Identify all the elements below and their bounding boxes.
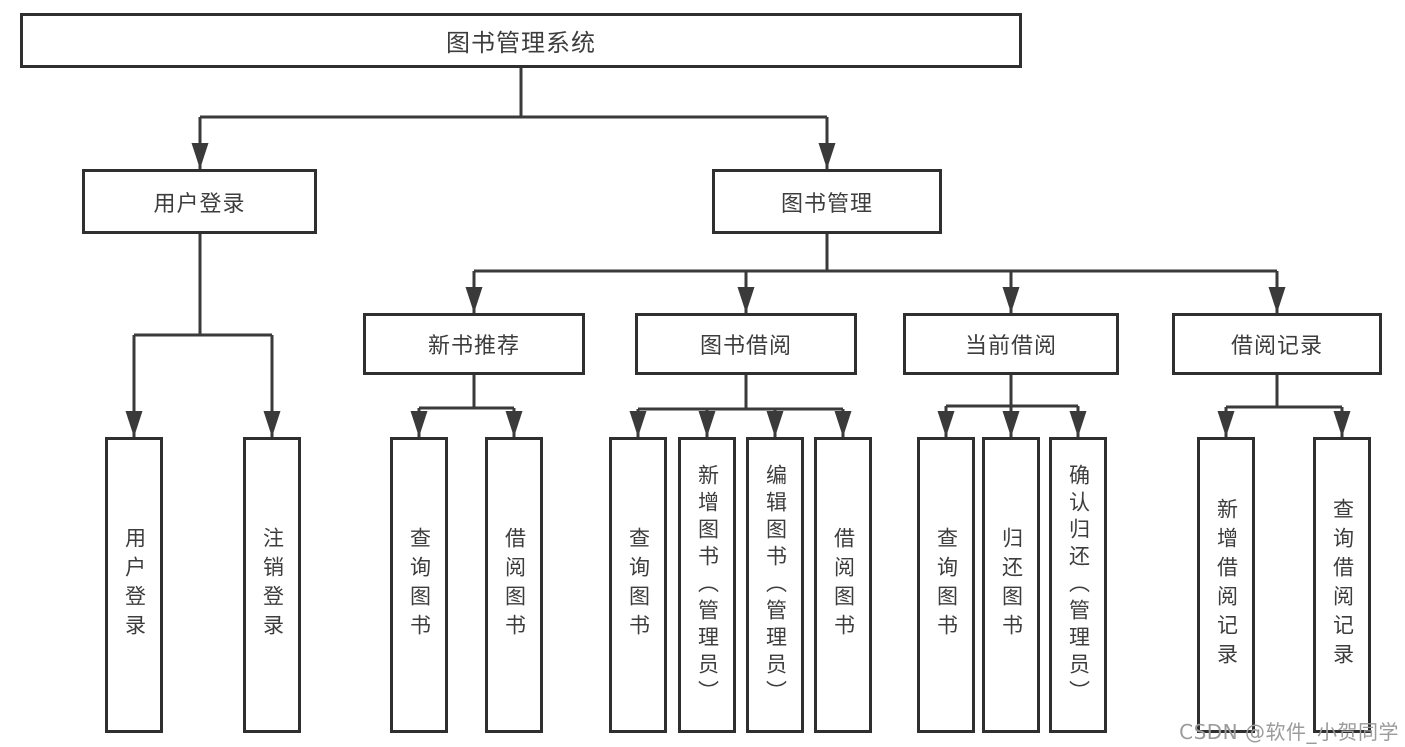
node-library-system: 图书管理系统: [20, 13, 1022, 68]
leaf-borrow-books: 借阅图书: [814, 437, 872, 733]
leaf-label: 借阅图书: [502, 527, 527, 643]
leaf-borrow-books: 借阅图书: [485, 437, 543, 733]
leaf-label: 新增借阅记录: [1214, 498, 1239, 672]
leaf-label: 借阅图书: [831, 527, 856, 643]
node-new-book-recommend: 新书推荐: [363, 313, 585, 375]
node-current-borrow: 当前借阅: [903, 313, 1119, 375]
leaf-label: 新增图书（管理员）: [695, 463, 720, 707]
leaf-label: 用户登录: [122, 527, 147, 643]
node-borrow-records: 借阅记录: [1172, 313, 1382, 375]
leaf-confirm-return-admin: 确认归还（管理员）: [1049, 437, 1107, 733]
leaf-query-books: 查询图书: [609, 437, 667, 733]
leaf-label: 确认归还（管理员）: [1066, 463, 1091, 707]
leaf-label: 编辑图书（管理员）: [763, 463, 788, 707]
leaf-query-books: 查询图书: [390, 437, 448, 733]
node-book-management: 图书管理: [712, 169, 942, 234]
leaf-add-book-admin: 新增图书（管理员）: [678, 437, 736, 733]
leaf-user-login: 用户登录: [105, 437, 163, 733]
leaf-label: 查询图书: [934, 527, 959, 643]
leaf-label: 查询借阅记录: [1330, 498, 1355, 672]
leaf-label: 查询图书: [407, 527, 432, 643]
leaf-query-borrow-record: 查询借阅记录: [1313, 437, 1371, 733]
leaf-query-books: 查询图书: [917, 437, 975, 733]
node-book-borrow: 图书借阅: [635, 313, 857, 375]
leaf-label: 注销登录: [260, 527, 285, 643]
leaf-label: 归还图书: [999, 527, 1024, 643]
leaf-label: 查询图书: [626, 527, 651, 643]
leaf-add-borrow-record: 新增借阅记录: [1197, 437, 1255, 733]
leaf-return-books: 归还图书: [982, 437, 1040, 733]
node-user-login: 用户登录: [82, 169, 317, 234]
leaf-edit-book-admin: 编辑图书（管理员）: [746, 437, 804, 733]
leaf-logout: 注销登录: [243, 437, 301, 733]
